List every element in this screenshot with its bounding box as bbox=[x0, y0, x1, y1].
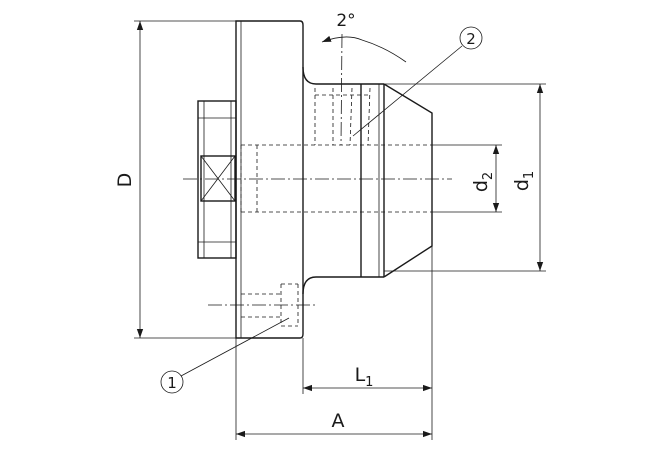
callout-2: 2 bbox=[352, 26, 483, 137]
part-outline bbox=[197, 20, 433, 339]
label-d2-main: d bbox=[470, 180, 492, 192]
callout-1-label: 1 bbox=[167, 374, 177, 392]
conical-nose bbox=[383, 83, 433, 278]
label-L1: L1 bbox=[355, 364, 374, 390]
dimension-A: A bbox=[235, 246, 433, 440]
label-d1-main: d bbox=[511, 179, 533, 191]
callout-2-label: 2 bbox=[466, 30, 476, 48]
callout-1: 1 bbox=[160, 317, 290, 394]
dimension-angle: 2° bbox=[321, 11, 407, 63]
callout-2-circle bbox=[459, 26, 483, 50]
label-L1-main: L bbox=[355, 364, 366, 386]
hub-top bbox=[302, 66, 384, 85]
callout-1-circle bbox=[160, 370, 184, 394]
dimension-d2: d2 bbox=[432, 144, 502, 213]
dimension-D: D bbox=[114, 20, 236, 339]
hidden-lines bbox=[240, 87, 432, 327]
label-A: A bbox=[332, 410, 345, 432]
label-d1-sub: 1 bbox=[522, 171, 537, 179]
label-angle: 2° bbox=[336, 11, 355, 31]
center-lines bbox=[183, 33, 452, 306]
groove-axis bbox=[340, 33, 343, 146]
dimension-d1: d1 bbox=[384, 83, 546, 272]
label-D: D bbox=[114, 173, 136, 188]
label-d1: d1 bbox=[511, 171, 537, 191]
drive-socket bbox=[200, 155, 236, 202]
label-d2: d2 bbox=[470, 172, 496, 192]
dimension-L1: L1 bbox=[302, 338, 432, 394]
flange bbox=[235, 20, 304, 339]
label-d2-sub: 2 bbox=[481, 172, 496, 180]
hub-bottom bbox=[302, 276, 384, 295]
label-L1-sub: 1 bbox=[365, 375, 373, 390]
